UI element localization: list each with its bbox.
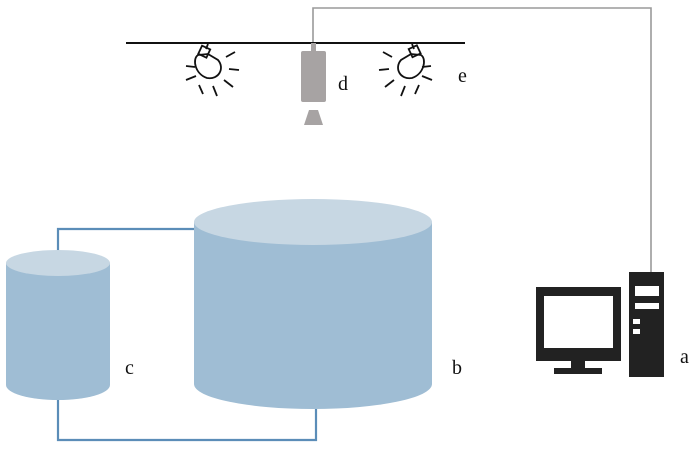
computer-icon [536, 272, 664, 377]
tower-icon [629, 272, 664, 377]
camera-icon [301, 43, 326, 125]
label-b: b [452, 357, 462, 379]
monitor-icon [536, 287, 621, 374]
bottom-pipe [56, 398, 318, 442]
label-a: a [680, 346, 689, 368]
light-bulb-left-icon [185, 43, 240, 97]
label-d: d [338, 73, 348, 95]
small-tank-icon [6, 250, 110, 400]
top-pipe [56, 227, 196, 258]
data-cable [312, 7, 652, 272]
light-bulb-right-icon [378, 43, 433, 97]
label-e: e [458, 65, 467, 87]
label-c: c [125, 357, 134, 379]
large-tank-icon [194, 199, 432, 409]
